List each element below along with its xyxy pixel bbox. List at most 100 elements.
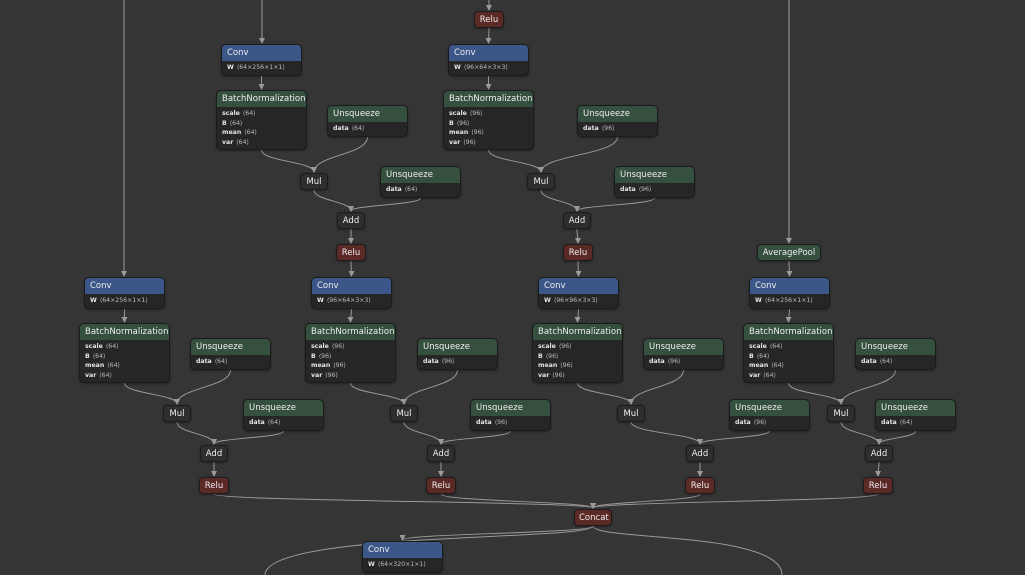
node-attribute: data⟨96⟩ bbox=[615, 185, 694, 195]
attribute-name: B bbox=[222, 119, 227, 127]
node-title: Unsqueeze bbox=[730, 400, 809, 416]
node-attribute: data⟨64⟩ bbox=[191, 357, 270, 367]
edge-relu-1-to-concat bbox=[213, 493, 596, 509]
attribute-name: data bbox=[861, 358, 877, 365]
node-mul-4[interactable]: Mul bbox=[827, 405, 855, 422]
node-add-1[interactable]: Add bbox=[200, 445, 228, 462]
edge-unsq-b1-to-mul-b bbox=[538, 136, 618, 173]
edge-unsq-11-to-mul-1 bbox=[174, 369, 231, 405]
attribute-shape: ⟨64×320×1×1⟩ bbox=[377, 561, 426, 568]
attribute-shape: ⟨64⟩ bbox=[879, 358, 893, 365]
node-attribute: B⟨64⟩ bbox=[744, 352, 833, 362]
attribute-name: W bbox=[317, 297, 324, 304]
edge-mul-2-to-add-2 bbox=[403, 421, 444, 445]
node-attribute: W⟨64×320×1×1⟩ bbox=[363, 560, 442, 570]
node-attribute: scale⟨96⟩ bbox=[533, 342, 622, 352]
attribute-name: B bbox=[749, 352, 754, 360]
attribute-name: mean bbox=[538, 362, 558, 369]
attribute-shape: ⟨96×64×3×3⟩ bbox=[326, 297, 371, 304]
attribute-name: data bbox=[476, 419, 492, 426]
node-attribute: scale⟨64⟩ bbox=[80, 342, 169, 352]
node-add-4[interactable]: Add bbox=[865, 445, 893, 462]
attribute-name: B bbox=[538, 352, 543, 360]
attribute-name: var bbox=[749, 371, 761, 379]
node-relu-2[interactable]: Relu bbox=[426, 477, 456, 494]
node-concat[interactable]: Concat bbox=[574, 509, 612, 526]
edge-concat-to-conv-out bbox=[399, 525, 594, 541]
attribute-shape: ⟨96⟩ bbox=[545, 352, 559, 360]
edge-bn-2-to-mul-2 bbox=[350, 382, 407, 405]
attribute-shape: ⟨96⟩ bbox=[331, 343, 345, 350]
node-mul-3[interactable]: Mul bbox=[617, 405, 645, 422]
node-relu-3[interactable]: Relu bbox=[685, 477, 715, 494]
node-mul-a[interactable]: Mul bbox=[300, 173, 328, 190]
edge-unsq-12-to-add-1 bbox=[211, 430, 284, 445]
node-add-b[interactable]: Add bbox=[563, 212, 591, 229]
node-attribute: W⟨64×256×1×1⟩ bbox=[85, 296, 164, 306]
edge-mul-a-to-add-a bbox=[313, 189, 354, 212]
node-attribute: mean⟨96⟩ bbox=[533, 361, 622, 371]
node-title: Relu bbox=[337, 245, 365, 260]
edge-bn-3-to-mul-3 bbox=[577, 382, 634, 405]
node-relu-4[interactable]: Relu bbox=[863, 477, 893, 494]
node-add-3[interactable]: Add bbox=[686, 445, 714, 462]
node-title: Unsqueeze bbox=[578, 106, 657, 122]
attribute-shape: ⟨64⟩ bbox=[229, 119, 243, 127]
edge-mul-3-to-add-3 bbox=[630, 421, 703, 445]
attribute-name: B bbox=[449, 119, 454, 127]
node-attribute: W⟨64×256×1×1⟩ bbox=[222, 63, 301, 73]
node-mul-1[interactable]: Mul bbox=[163, 405, 191, 422]
node-title: BatchNormalization bbox=[744, 324, 833, 340]
edge-conv-2-to-bn-2 bbox=[347, 308, 354, 323]
attribute-name: mean bbox=[749, 362, 769, 369]
attribute-name: data bbox=[649, 358, 665, 365]
edge-mul-4-to-add-4 bbox=[840, 421, 882, 445]
attribute-shape: ⟨96⟩ bbox=[441, 358, 455, 365]
node-relu-top[interactable]: Relu bbox=[474, 11, 504, 28]
node-relu-b[interactable]: Relu bbox=[563, 244, 593, 261]
node-title: BatchNormalization bbox=[306, 324, 395, 340]
node-add-a[interactable]: Add bbox=[337, 212, 365, 229]
node-avgpool[interactable]: AveragePool bbox=[757, 244, 821, 261]
node-add-2[interactable]: Add bbox=[427, 445, 455, 462]
node-attribute: B⟨96⟩ bbox=[444, 119, 533, 129]
attribute-shape: ⟨64×256×1×1⟩ bbox=[99, 297, 148, 304]
edge-unsq-22-to-add-2 bbox=[438, 430, 511, 445]
attribute-shape: ⟨96⟩ bbox=[601, 125, 615, 132]
attribute-name: var bbox=[311, 371, 323, 379]
node-mul-b[interactable]: Mul bbox=[527, 173, 555, 190]
node-relu-1[interactable]: Relu bbox=[199, 477, 229, 494]
attribute-shape: ⟨64⟩ bbox=[899, 419, 913, 426]
node-title: Mul bbox=[301, 174, 327, 189]
attribute-shape: ⟨64⟩ bbox=[236, 138, 249, 146]
node-relu-a[interactable]: Relu bbox=[336, 244, 366, 261]
node-title: Unsqueeze bbox=[244, 400, 323, 416]
node-attribute: scale⟨96⟩ bbox=[306, 342, 395, 352]
node-mul-2[interactable]: Mul bbox=[390, 405, 418, 422]
